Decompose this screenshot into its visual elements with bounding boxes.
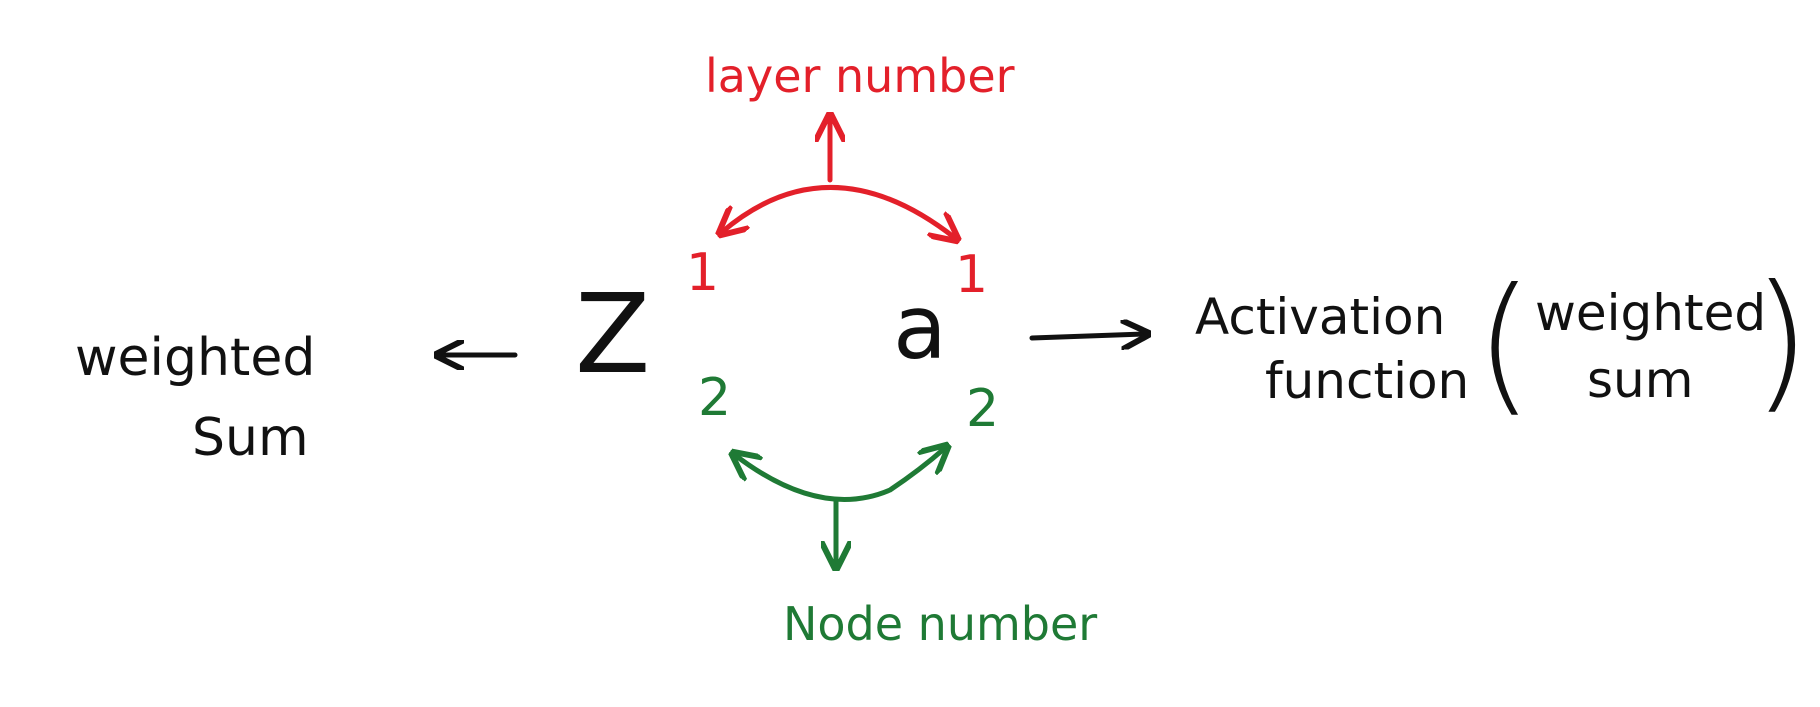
z-node-subscript: 2 <box>698 368 731 428</box>
node-number-label: Node number <box>783 597 1097 651</box>
paren-sum-label: sum <box>1587 351 1693 409</box>
a-to-activation-arrow <box>1029 334 1145 338</box>
z-symbol: Z <box>575 270 650 398</box>
close-parenthesis: ) <box>1752 254 1811 428</box>
paren-weighted-label: weighted <box>1535 284 1766 342</box>
weighted-sum-label-line2: Sum <box>192 408 309 468</box>
layer-arc <box>722 184 955 238</box>
weighted-sum-label-line1: weighted <box>75 328 315 388</box>
a-node-subscript: 2 <box>966 379 999 439</box>
layer-number-label: layer number <box>705 49 1015 103</box>
activation-label-line1: Activation <box>1195 288 1445 346</box>
a-layer-superscript: 1 <box>955 245 988 305</box>
z-layer-superscript: 1 <box>686 243 719 303</box>
activation-label-line2: function <box>1265 352 1469 410</box>
a-symbol: a <box>893 276 947 379</box>
open-parenthesis: ( <box>1475 257 1534 431</box>
node-arc <box>735 448 945 502</box>
